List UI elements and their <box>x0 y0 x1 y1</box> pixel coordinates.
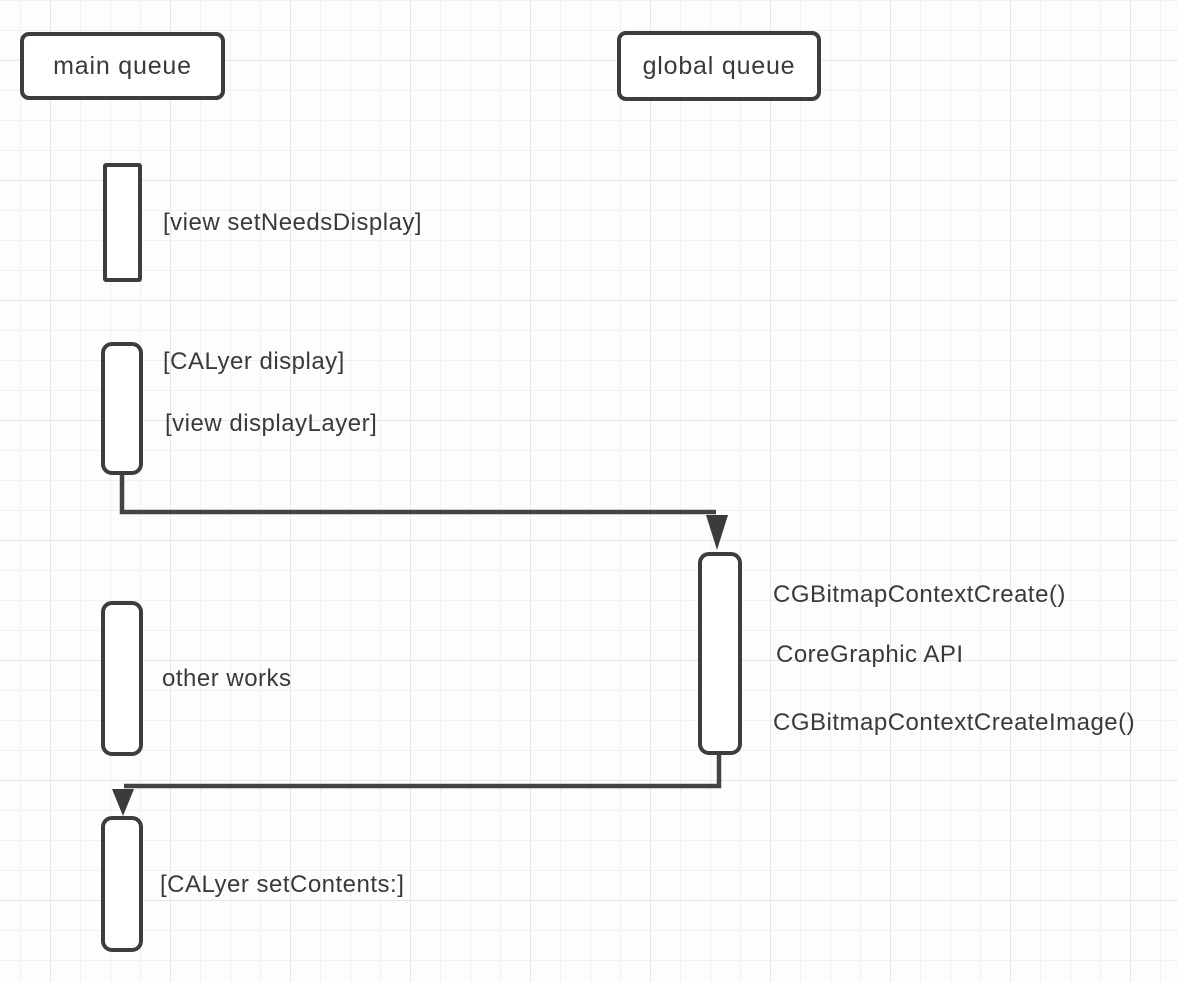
arrow-global-to-main-line <box>124 754 722 789</box>
arrowhead-global-to-main <box>112 789 134 816</box>
message-label-calayer-set-contents: [CALyer setContents:] <box>160 871 405 898</box>
message-label-calayer-display: [CALyer display] <box>163 348 345 375</box>
activation-bar-set-contents <box>101 816 143 952</box>
message-label-cg-bitmap-context-create-image: CGBitmapContextCreateImage() <box>773 709 1136 736</box>
message-label-cg-bitmap-context-create: CGBitmapContextCreate() <box>773 581 1066 608</box>
actor-label-main-queue: main queue <box>53 51 192 80</box>
activation-bar-display <box>101 342 143 475</box>
message-label-view-display-layer: [view displayLayer] <box>165 410 378 437</box>
arrowhead-main-to-global <box>706 515 728 550</box>
message-label-core-graphic-api: CoreGraphic API <box>776 641 964 668</box>
activation-bar-set-needs-display <box>103 163 142 282</box>
activation-bar-global-queue <box>698 552 742 755</box>
activation-bar-other-works <box>101 601 143 756</box>
message-label-other-works: other works <box>162 665 292 692</box>
message-label-set-needs-display: [view setNeedsDisplay] <box>163 209 423 236</box>
arrow-main-to-global-line <box>119 474 716 515</box>
actor-box-global-queue: global queue <box>617 31 821 101</box>
actor-box-main-queue: main queue <box>20 32 225 100</box>
actor-label-global-queue: global queue <box>642 51 796 80</box>
